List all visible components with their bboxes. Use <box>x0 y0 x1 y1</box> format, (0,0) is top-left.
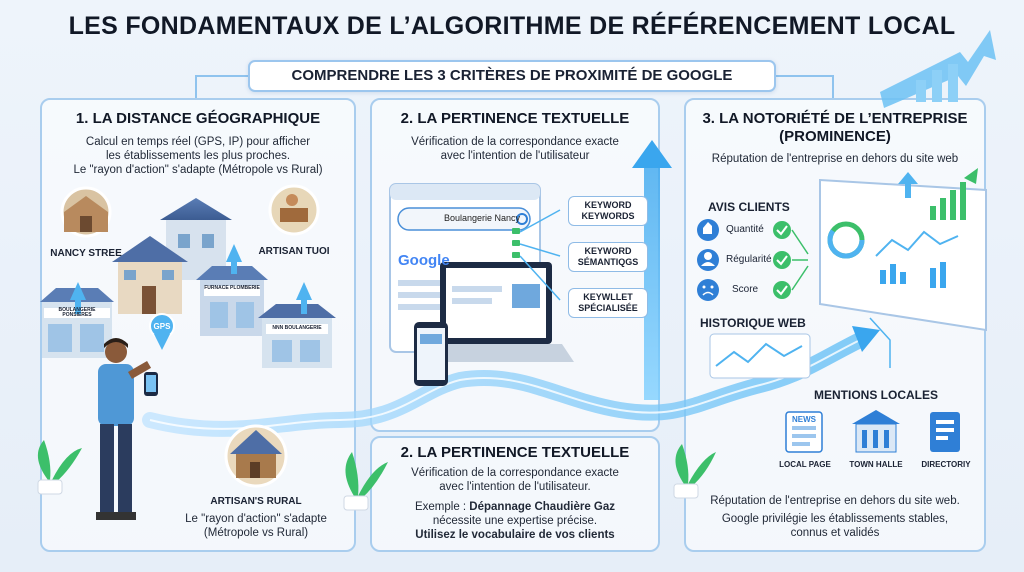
notoriete-text-1: Réputation de l'entreprise en dehors du … <box>711 153 959 165</box>
icon-label-local-page: LOCAL PAGE <box>779 460 831 469</box>
search-query: Boulangerie Nancy <box>444 213 521 223</box>
label-artisan: ARTISAN TUOI <box>258 246 330 257</box>
small-up-arrow-icon <box>70 244 312 314</box>
pertinence-detail-heading: 2. LA PERTINENCE TEXTUELLE <box>400 444 630 461</box>
shop-sign-1: BOULANGERIE PONSIERES <box>58 307 96 318</box>
shop-right-icon <box>258 304 336 368</box>
keyword-connectors <box>519 209 561 301</box>
directory-icon <box>930 412 960 452</box>
growth-arrow-icon <box>880 30 996 108</box>
label-nancy-street: NANCY STREE <box>50 248 122 259</box>
town-hall-icon <box>852 410 900 453</box>
keyword-card-2: KEYWORD SÉMANTIQGS <box>568 242 648 272</box>
criterion-quantite: Quantité <box>726 224 764 235</box>
criterion-regularite: Régularité <box>726 254 772 265</box>
criterion-score: Score <box>732 284 759 295</box>
up-arrow-small-icon <box>898 172 918 184</box>
panel-notoriete <box>684 98 986 552</box>
panel-pertinence-detail <box>370 436 660 552</box>
up-arrow-icon <box>632 140 672 400</box>
rural-house-icon <box>224 424 288 488</box>
distance-text-2: les établissements les plus proches. <box>105 150 291 162</box>
news-page-icon <box>785 411 823 453</box>
plant-icon <box>37 440 716 511</box>
sad-face-icon <box>697 279 719 301</box>
pertinence-detail-text-1: Vérification de la correspondance exacte <box>411 467 619 479</box>
gps-badge: GPS <box>153 322 171 331</box>
check-icon <box>773 221 791 299</box>
thumbs-up-icon <box>697 219 719 241</box>
notoriete-bottom-3: connus et validés <box>790 527 880 539</box>
pertinence-text-2: avec l'intention de l'utilisateur <box>440 150 590 162</box>
notoriete-bottom-2: Google privilégie les établissements sta… <box>721 513 949 525</box>
historique-web-title: HISTORIQUE WEB <box>700 316 806 330</box>
keyword-card-1: KEYWORD KEYWORDS <box>568 196 648 226</box>
notoriete-bottom-1: Réputation de l'entreprise en dehors du … <box>710 495 960 507</box>
location-pin-icon <box>149 313 175 350</box>
house-center-icon <box>112 236 188 314</box>
phone-icon <box>414 322 448 386</box>
keyword-card-3: KEYWLLET SPÉCIALISÉE <box>568 288 648 318</box>
icon-label-town-hall: TOWN HALLE <box>849 460 903 469</box>
page-title: LES FONDAMENTAUX DE L’ALGORITHME DE RÉFÉ… <box>68 12 956 40</box>
bar-chart-icon <box>930 182 966 220</box>
notoriete-heading-1: 3. LA NOTORIÉTÉ DE L’ENTREPRISE <box>702 110 968 127</box>
user-icon <box>697 249 719 271</box>
shop-sign-2: FURNACE PLOMBERIE <box>204 285 260 291</box>
shop-middle-icon <box>196 266 268 336</box>
example-line-2: nécessite une expertise précise. <box>432 515 598 527</box>
history-chart-icon <box>709 333 811 379</box>
distance-text-1: Calcul en temps réel (GPS, IP) pour affi… <box>85 136 311 148</box>
example-line: Exemple : Dépannage Chaudière Gaz <box>414 501 616 513</box>
pertinence-text-1: Vérification de la correspondance exacte <box>411 136 619 148</box>
notoriete-heading-2: (PROMINENCE) <box>779 128 891 145</box>
rural-text-1: Le "rayon d'action" s'adapte <box>185 513 327 525</box>
example-line-3: Utilisez le vocabulaire de vos clients <box>415 529 615 541</box>
label-artisan-rural: ARTISAN'S RURAL <box>210 496 302 507</box>
shop-sign-3: NNN BOULANGERIE <box>272 325 322 331</box>
pertinence-detail-text-2: avec l'intention de l'utilisateur. <box>439 481 591 493</box>
mentions-locales-title: MENTIONS LOCALES <box>814 388 939 402</box>
icon-label-directory: DIRECTORIY <box>921 460 971 469</box>
distance-heading: 1. LA DISTANCE GÉOGRAPHIQUE <box>75 110 321 127</box>
pertinence-heading: 2. LA PERTINENCE TEXTUELLE <box>400 110 630 127</box>
distance-text-3: Le "rayon d'action" s'adapte (Métropole … <box>73 164 323 176</box>
laptop-icon <box>418 262 574 362</box>
rural-text-2: (Métropole vs Rural) <box>203 527 309 539</box>
person-icon <box>96 338 158 520</box>
news-label: NEWS <box>792 415 816 424</box>
subtitle-banner: COMPRENDRE LES 3 CRITÈRES DE PROXIMITÉ D… <box>248 60 776 92</box>
growth-arrow-small-icon <box>964 168 978 184</box>
avis-clients-title: AVIS CLIENTS <box>708 200 790 214</box>
google-logo: Google <box>398 252 450 269</box>
